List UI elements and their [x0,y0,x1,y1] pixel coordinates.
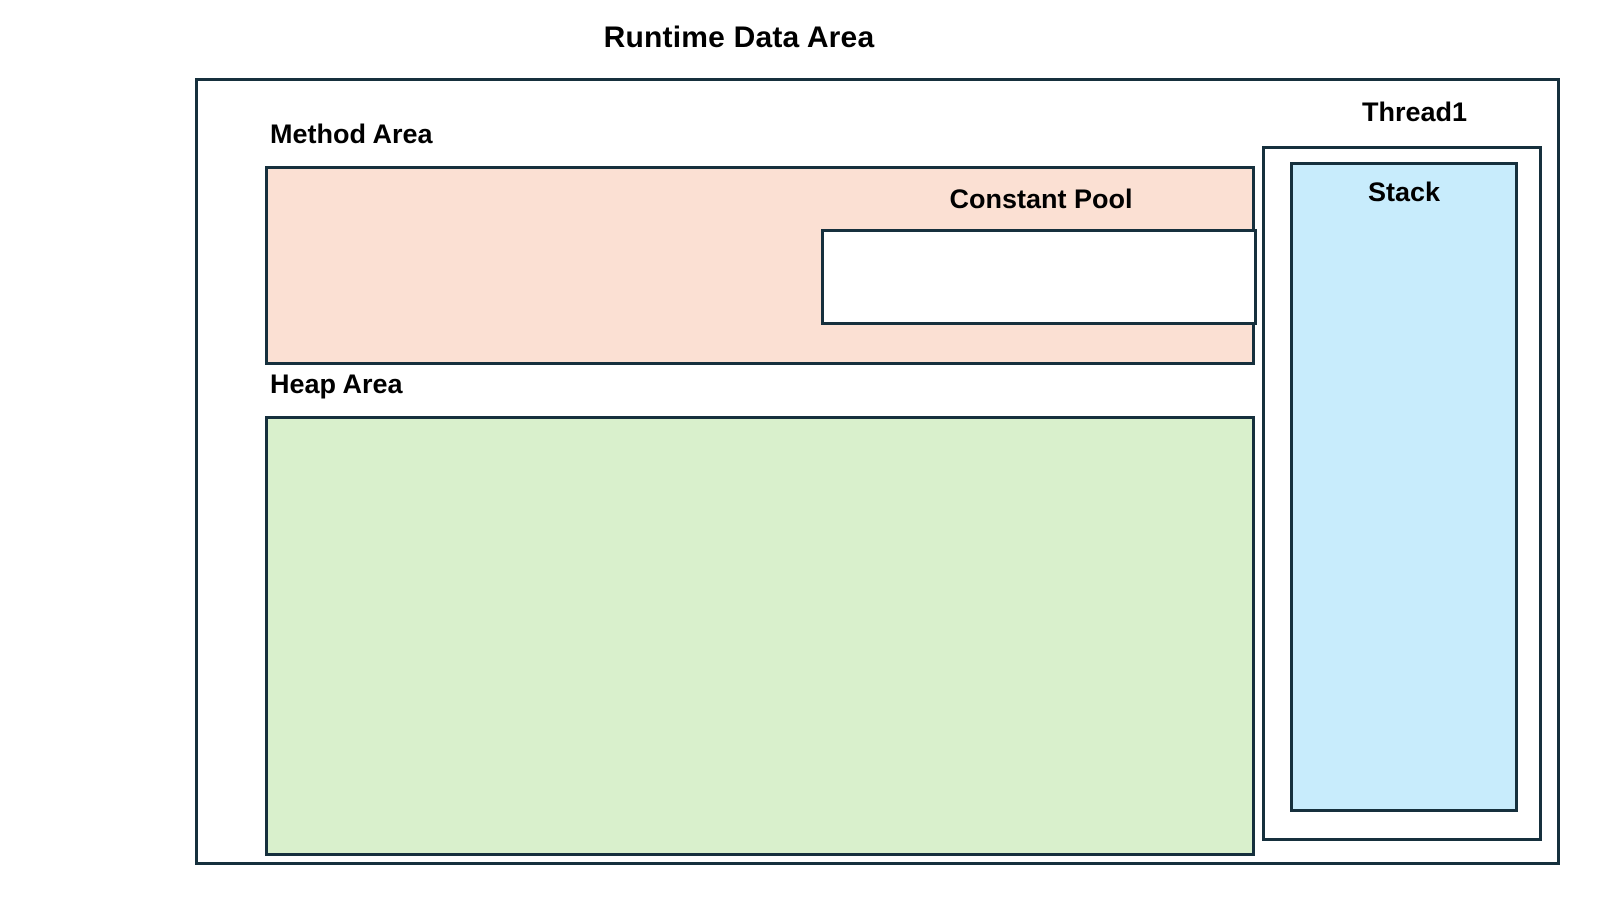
memory-shared-column: Method Area Constant Pool Heap Area [230,95,1257,856]
heap-area-label: Heap Area [270,369,403,399]
method-area-box: Constant Pool [265,166,1257,365]
diagram-title: Runtime Data Area [603,21,875,54]
constant-pool-box [821,229,1257,325]
method-area-label: Method Area [270,119,433,149]
stack-box: Stack [1290,162,1518,812]
runtime-data-area-container: Method Area Constant Pool Heap Area Thre… [195,78,1560,865]
thread1-label: Thread1 [1361,97,1468,127]
stack-label: Stack [1367,177,1441,207]
constant-pool-label: Constant Pool [949,184,1133,214]
heap-area-box [265,416,1255,856]
thread1-box: Stack [1262,146,1542,841]
